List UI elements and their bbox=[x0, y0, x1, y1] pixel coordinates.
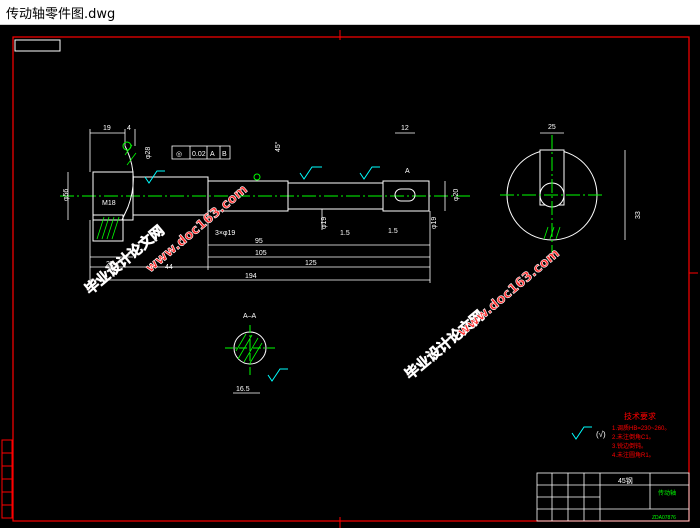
dim-125: 125 bbox=[305, 260, 317, 267]
roughness-note: (√) bbox=[596, 430, 606, 439]
shaft-view: 19 4 12 25 44 95 105 125 194 φ56 φ28 φ19… bbox=[60, 125, 470, 283]
dim-phi20: φ20 bbox=[453, 189, 460, 201]
dim-thread: 3×φ19 bbox=[215, 230, 235, 237]
dim-1-5a: 1.5 bbox=[340, 230, 350, 237]
window-titlebar: 传动轴零件图.dwg bbox=[0, 0, 700, 25]
tol-datum-b: B bbox=[222, 151, 227, 158]
tech-notes-title: 技术要求 bbox=[624, 411, 656, 421]
title-block bbox=[536, 472, 690, 522]
flange-hatch bbox=[96, 144, 137, 240]
tech-note-3: 3.锐边倒钝。 bbox=[612, 442, 647, 450]
tol-symbol: ◎ bbox=[176, 151, 182, 158]
watermark-url-2: www.doc163.com bbox=[455, 246, 563, 340]
title-material: 45钢 bbox=[618, 476, 633, 485]
tech-notes: 技术要求 1.调质HB=230~260。 2.未注倒角C1。 3.锐边倒钝。 4… bbox=[571, 411, 670, 459]
window-title: 传动轴零件图.dwg bbox=[6, 7, 116, 22]
dim-95: 95 bbox=[255, 238, 263, 245]
dim-105: 105 bbox=[255, 250, 267, 257]
dim-45deg: 45° bbox=[274, 141, 282, 152]
datum-a-marker bbox=[122, 141, 132, 151]
title-name: 传动轴 bbox=[658, 489, 676, 497]
dim-12: 12 bbox=[401, 125, 409, 132]
tech-note-2: 2.未注倒角C1。 bbox=[612, 433, 655, 441]
tol-datum-a: A bbox=[210, 151, 215, 158]
dim-4: 4 bbox=[127, 125, 131, 132]
revision-boxes bbox=[1, 439, 13, 519]
dim-phi28: φ28 bbox=[145, 147, 152, 159]
dim-44: 44 bbox=[165, 264, 173, 271]
dim-m18: M18 bbox=[102, 200, 116, 207]
datum-b-marker bbox=[253, 173, 261, 181]
code-box bbox=[14, 39, 61, 52]
cad-drawing[interactable]: 19 4 12 25 44 95 105 125 194 φ56 φ28 φ19… bbox=[0, 25, 700, 528]
shaft-step-4 bbox=[382, 180, 430, 212]
drawing-canvas[interactable]: 19 4 12 25 44 95 105 125 194 φ56 φ28 φ19… bbox=[0, 25, 700, 528]
tech-note-1: 1.调质HB=230~260。 bbox=[612, 424, 670, 432]
dim-depth33: 33 bbox=[635, 211, 642, 219]
dim-25: 25 bbox=[106, 261, 114, 268]
roughness-marks bbox=[144, 166, 380, 184]
dim-phi19a: φ19 bbox=[321, 217, 328, 229]
tol-value: 0.02 bbox=[192, 151, 206, 158]
section-label: A–A bbox=[243, 313, 257, 320]
end-view: 25 33 bbox=[500, 124, 642, 255]
dim-19: 19 bbox=[103, 125, 111, 132]
dim-1-5b: 1.5 bbox=[388, 228, 398, 235]
keyway bbox=[394, 188, 416, 202]
dim-sec16: 16.5 bbox=[236, 386, 250, 393]
dim-phi19b: φ19 bbox=[431, 217, 438, 229]
outer-border bbox=[12, 36, 690, 522]
section-mark-a: A bbox=[405, 168, 410, 175]
dim-key25: 25 bbox=[548, 124, 556, 131]
title-drawing-no: ZDA07876 bbox=[652, 515, 676, 521]
dim-194: 194 bbox=[245, 273, 257, 280]
section-aa: A–A 16.5 bbox=[225, 313, 288, 394]
flange-curve bbox=[121, 145, 134, 221]
dim-phi56: φ56 bbox=[63, 189, 70, 201]
tech-note-4: 4.未注圆角R1。 bbox=[612, 451, 655, 459]
